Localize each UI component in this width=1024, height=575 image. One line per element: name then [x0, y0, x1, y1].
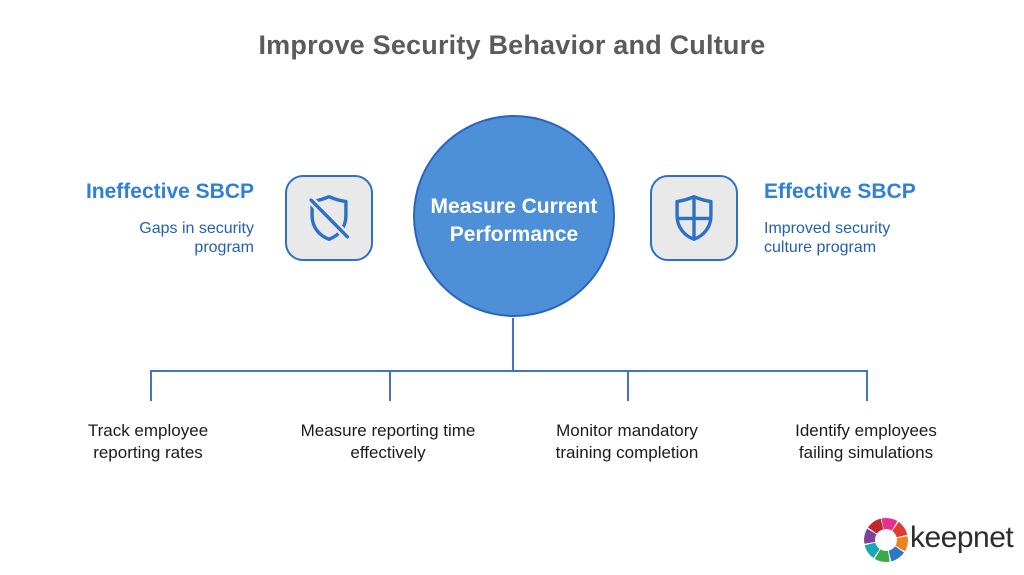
branch-label-line: Monitor mandatory	[556, 421, 698, 440]
branch-label-track-reporting-rates: Track employee reporting rates	[28, 420, 268, 465]
ineffective-sbcp-group: Ineffective SBCP Gaps in security progra…	[40, 180, 254, 257]
keepnet-wordmark: keepnet	[910, 521, 1014, 554]
ineffective-sbcp-heading: Ineffective SBCP	[85, 180, 254, 203]
shield-off-icon	[307, 195, 352, 241]
branch-label-line: Identify employees	[795, 421, 937, 440]
branch-label-line: reporting rates	[93, 443, 203, 463]
page-title: Improve Security Behavior and Culture	[258, 30, 766, 60]
horizontal-rail-line	[150, 370, 868, 372]
measure-current-performance-node: Measure Current Performance	[413, 115, 615, 317]
shield-quartered-tile	[650, 175, 738, 261]
branch-label-monitor-training-completion: Monitor mandatory training completion	[507, 420, 747, 465]
shield-quartered-icon	[675, 195, 713, 241]
branch-label-identify-failing-employees: Identify employees failing simulations	[746, 420, 986, 465]
branch-connector-4	[866, 370, 868, 401]
effective-sbcp-heading: Effective SBCP	[764, 180, 916, 203]
branch-connector-3	[627, 370, 629, 401]
effective-sbcp-subtext: Improved security culture program	[764, 220, 988, 257]
branch-label-line: Track employee	[87, 421, 209, 440]
branch-label-line: failing simulations	[798, 443, 934, 463]
ineffective-sbcp-subtext: Gaps in security program	[40, 220, 254, 257]
ineffective-sbcp-subtext-line2: program	[194, 238, 254, 256]
trunk-connector-line	[512, 318, 514, 370]
center-node-label-line1: Measure Current	[430, 194, 598, 218]
branch-label-line: training completion	[555, 443, 699, 463]
effective-sbcp-subtext-line2: culture program	[764, 238, 877, 256]
shield-off-tile	[285, 175, 373, 261]
branch-connector-1	[150, 370, 152, 401]
keepnet-ring-icon	[864, 518, 908, 562]
branch-label-line: Measure reporting time	[300, 421, 476, 440]
effective-sbcp-group: Effective SBCP Improved security culture…	[764, 180, 988, 257]
center-node-label: Measure Current Performance	[431, 193, 598, 250]
branch-label-line: effectively	[350, 443, 426, 463]
branch-connector-2	[389, 370, 391, 401]
center-node-label-line2: Performance	[449, 223, 579, 246]
keepnet-logo: keepnet	[864, 518, 1014, 562]
branch-label-measure-reporting-time: Measure reporting time effectively	[268, 420, 508, 465]
effective-sbcp-subtext-line1: Improved security	[764, 220, 891, 237]
ineffective-sbcp-subtext-line1: Gaps in security	[139, 220, 254, 237]
